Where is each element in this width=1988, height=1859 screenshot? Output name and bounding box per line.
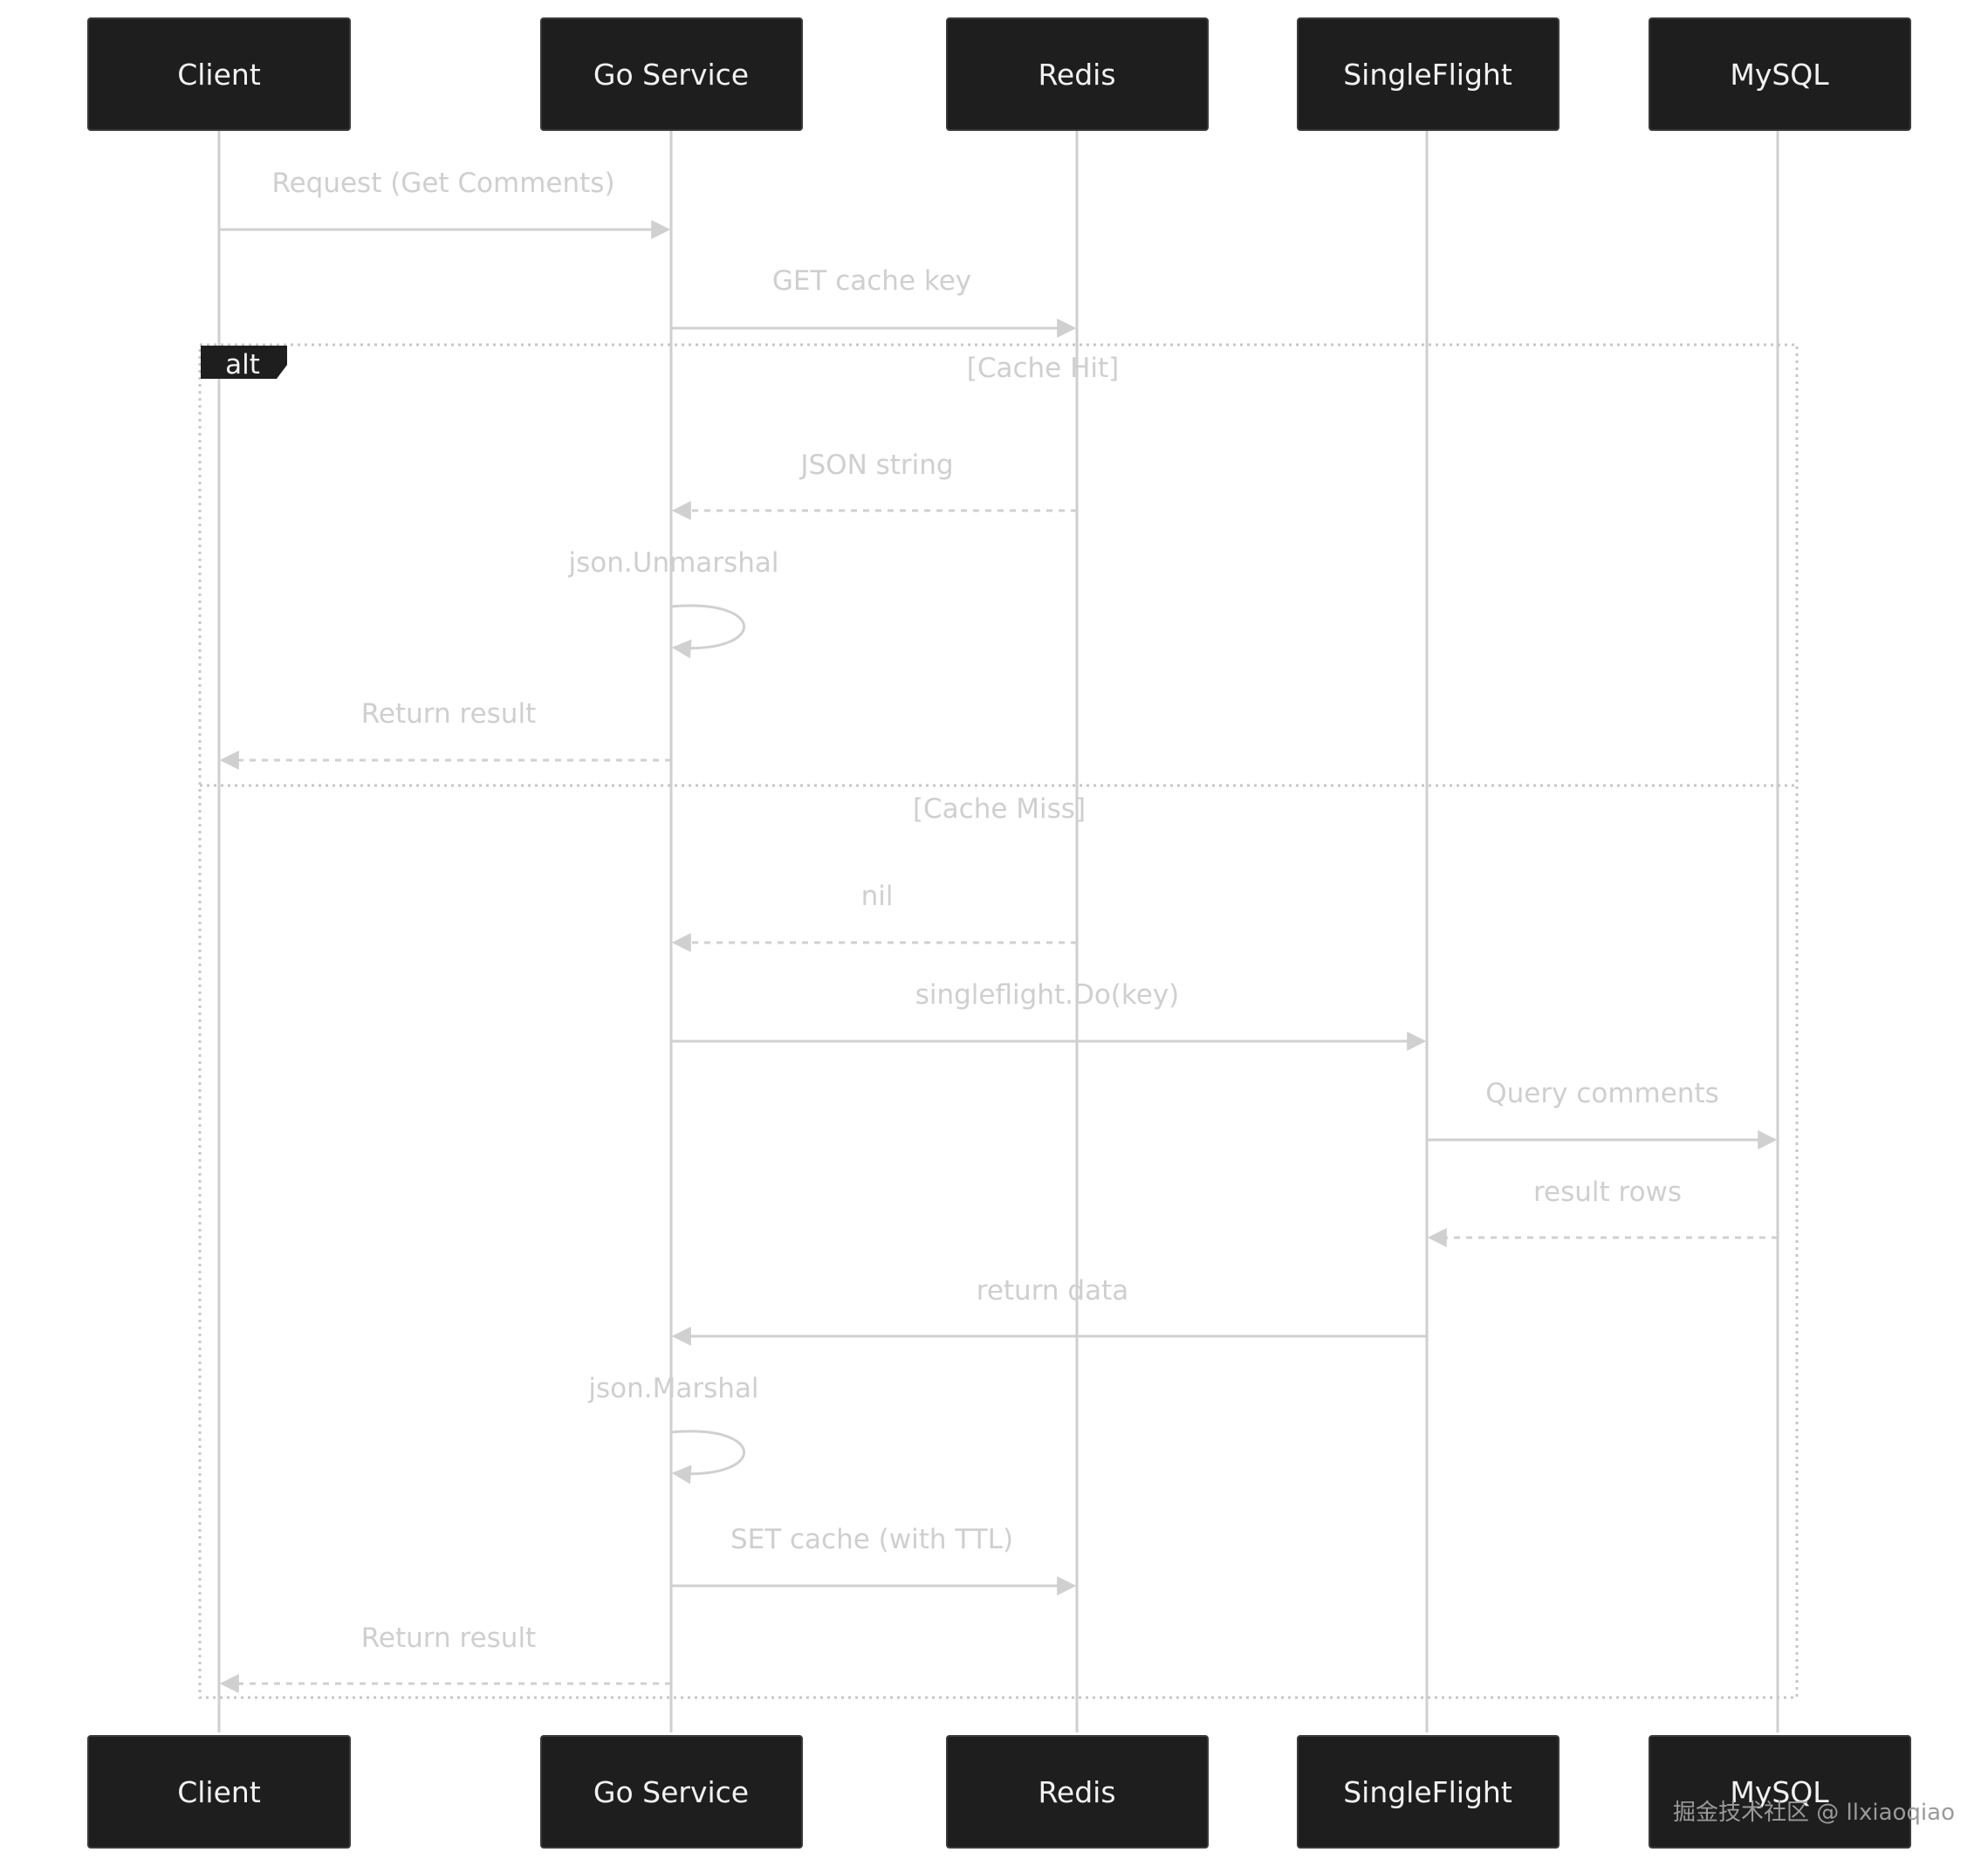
message-label-json-unmarshal: json.Unmarshal (568, 547, 779, 579)
actor-box (540, 1735, 803, 1849)
actor-client-top: Client (87, 17, 351, 131)
message-label-set-cache: SET cache (with TTL) (730, 1524, 1013, 1555)
alt-condition-cache-miss: [Cache Miss] (913, 793, 1086, 825)
actor-label: Client (177, 58, 261, 92)
actor-box (1649, 17, 1911, 131)
actor-go-service-bottom: Go Service (540, 1735, 803, 1849)
message-label-return-result-hit: Return result (361, 698, 536, 730)
actor-mysql-top: MySQL (1649, 17, 1911, 131)
actor-box (87, 17, 351, 131)
message-label-json-marshal: json.Marshal (587, 1373, 758, 1404)
alt-frame: alt [Cache Hit] [Cache Miss] (198, 343, 1799, 1699)
actor-mysql-bottom: MySQL (1649, 1735, 1911, 1849)
actor-box (946, 17, 1209, 131)
message-label-query-comments: Query comments (1485, 1078, 1719, 1109)
actor-label: Go Service (593, 1775, 749, 1809)
actor-label: SingleFlight (1343, 58, 1512, 92)
lifelines (217, 131, 1779, 1732)
message-arrow-json-marshal (670, 1430, 745, 1485)
alt-label: alt (225, 349, 260, 381)
actor-go-service-top: Go Service (540, 17, 803, 131)
actor-singleflight-top: SingleFlight (1297, 17, 1560, 131)
message-label-request: Request (Get Comments) (271, 168, 614, 199)
actor-label: Go Service (593, 58, 749, 92)
actor-box (87, 1735, 351, 1849)
actor-client-bottom: Client (87, 1735, 351, 1849)
alt-label-tag (201, 346, 287, 379)
message-label-singleflight-do: singleflight.Do(key) (915, 979, 1180, 1011)
message-label-return-result-miss: Return result (361, 1622, 536, 1654)
alt-condition-cache-hit: [Cache Hit] (967, 353, 1120, 384)
message-label-nil: nil (861, 881, 894, 912)
message-label-result-rows: result rows (1533, 1176, 1682, 1208)
message-arrow-json-unmarshal (670, 604, 745, 659)
actor-label: Redis (1038, 1775, 1115, 1809)
messages: Request (Get Comments) GET cache key JSO… (219, 168, 1778, 1693)
actor-box (1297, 1735, 1560, 1849)
actor-box (946, 1735, 1209, 1849)
actor-redis-bottom: Redis (946, 1735, 1209, 1849)
actor-label: MySQL (1730, 1775, 1829, 1809)
actor-box (1297, 17, 1560, 131)
message-label-get-cache-key: GET cache key (772, 265, 971, 297)
actor-singleflight-bottom: SingleFlight (1297, 1735, 1560, 1849)
actors-top: Client Go Service Redis SingleFlight MyS… (87, 17, 1911, 131)
actors-bottom: Client Go Service Redis SingleFlight MyS… (87, 1735, 1911, 1849)
alt-frame-border (198, 343, 1799, 1699)
actor-label: Redis (1038, 58, 1115, 92)
actor-label: MySQL (1730, 58, 1829, 92)
actor-label: SingleFlight (1343, 1775, 1512, 1809)
actor-redis-top: Redis (946, 17, 1209, 131)
message-label-json-string: JSON string (799, 449, 953, 481)
message-label-return-data: return data (977, 1275, 1128, 1307)
watermark: 掘金技术社区 @ llxiaoqiao (1673, 1800, 1955, 1826)
actor-box (540, 17, 803, 131)
actor-box (1649, 1735, 1911, 1849)
actor-label: Client (177, 1775, 261, 1809)
